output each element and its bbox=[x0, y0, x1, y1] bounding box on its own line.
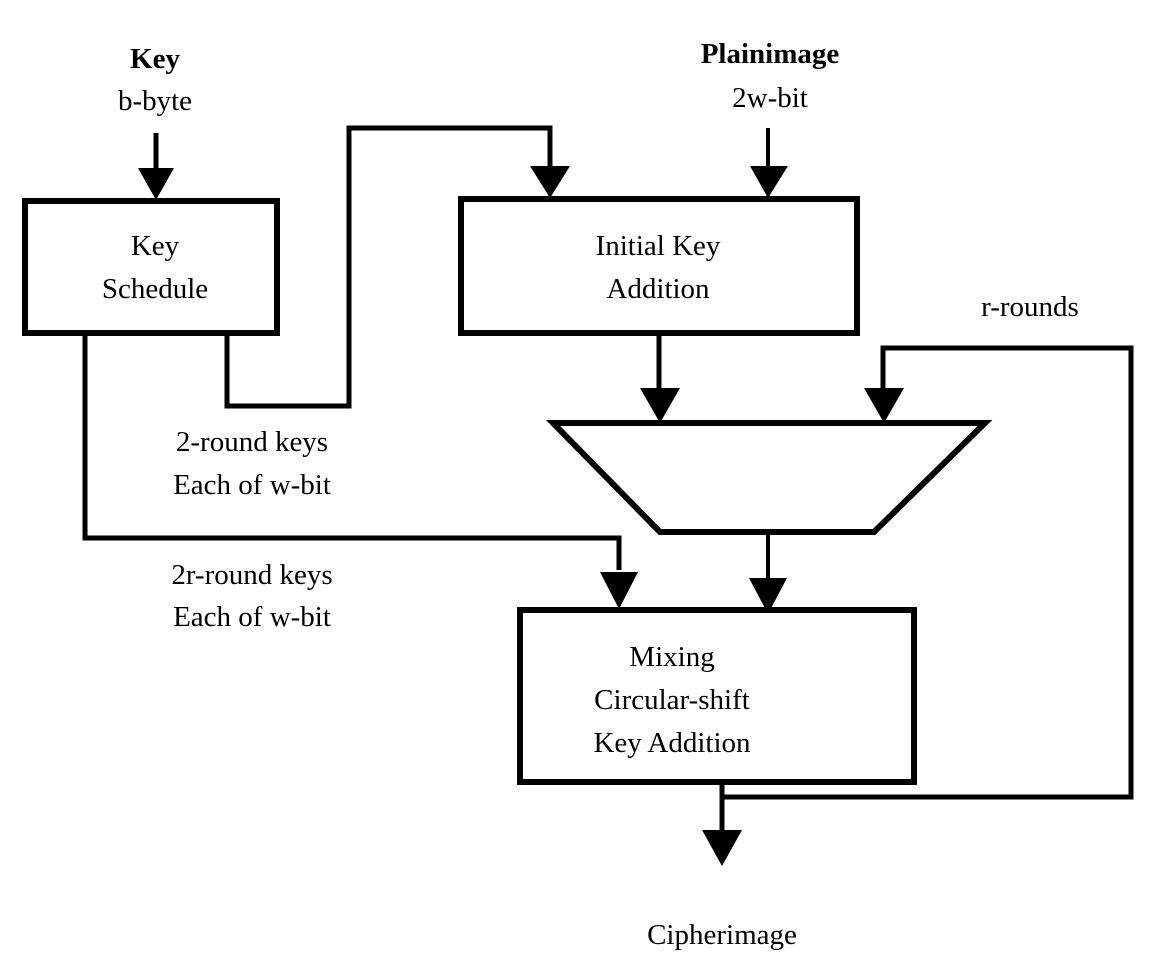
key-input-size-label: b-byte bbox=[118, 85, 192, 117]
mixing-label-line3: Key Addition bbox=[593, 727, 751, 759]
mixing-block bbox=[517, 607, 917, 785]
r-rounds-feedback-wire bbox=[722, 345, 1134, 800]
key-schedule-block bbox=[22, 198, 280, 336]
two-round-keys-wire bbox=[224, 125, 553, 409]
key-schedule-label-line2: Schedule bbox=[102, 273, 208, 305]
two-r-round-keys-wire bbox=[82, 336, 622, 570]
two-round-keys-label-line2: Each of w-bit bbox=[173, 469, 331, 501]
key-schedule-label-line1: Key bbox=[131, 230, 180, 262]
plainimage-input-label: Plainimage bbox=[701, 38, 840, 70]
multiplexer-block bbox=[545, 420, 993, 535]
mixing-label-line2: Circular-shift bbox=[594, 684, 750, 716]
cipherimage-output-label: Cipherimage bbox=[647, 919, 797, 951]
two-r-round-keys-label-line2: Each of w-bit bbox=[173, 601, 331, 633]
initial-key-addition-block bbox=[458, 196, 860, 336]
two-round-keys-arrowhead bbox=[530, 166, 570, 198]
initial-to-mux-arrowhead bbox=[640, 388, 680, 423]
mixing-label-line1: Mixing bbox=[629, 641, 714, 673]
plainimage-input-size-label: 2w-bit bbox=[732, 82, 808, 114]
r-rounds-label: r-rounds bbox=[981, 291, 1079, 323]
feedback-arrowhead bbox=[864, 388, 904, 423]
mux-to-mixing-arrowhead bbox=[749, 578, 787, 614]
two-r-round-keys-label-line1: 2r-round keys bbox=[171, 559, 332, 591]
plainimage-input-arrowhead bbox=[750, 166, 788, 198]
key-input-arrowhead bbox=[138, 168, 174, 200]
initial-key-addition-label-line2: Addition bbox=[606, 273, 710, 305]
key-input-label: Key bbox=[130, 43, 180, 75]
two-r-round-keys-arrowhead bbox=[600, 572, 638, 609]
initial-key-addition-label-line1: Initial Key bbox=[596, 230, 721, 262]
two-round-keys-label-line1: 2-round keys bbox=[176, 426, 328, 458]
output-arrowhead bbox=[702, 830, 742, 866]
